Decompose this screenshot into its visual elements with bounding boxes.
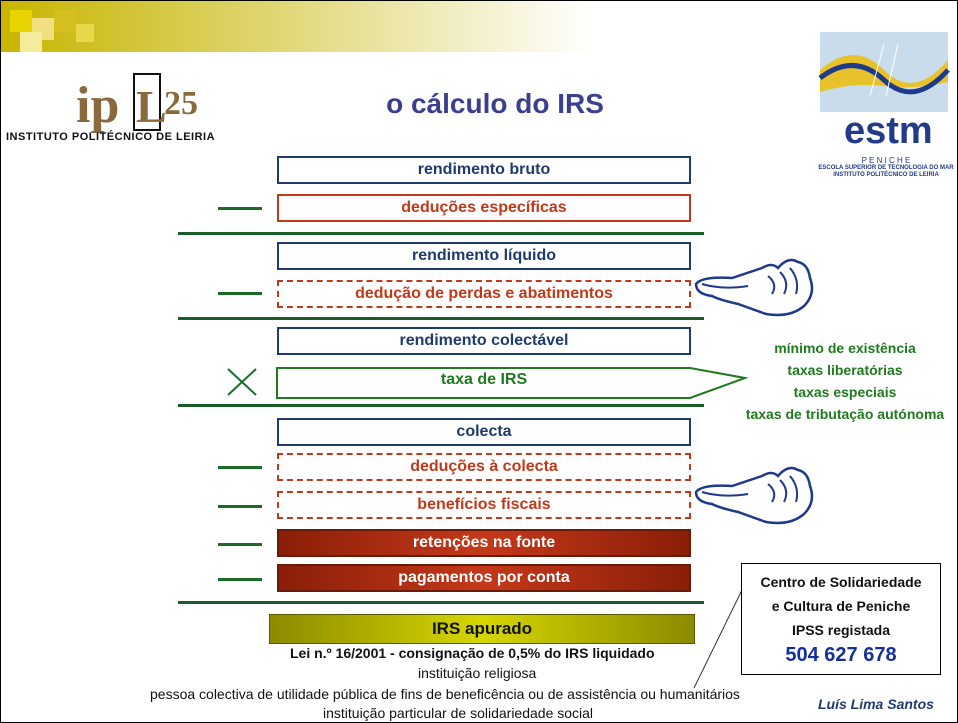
box-taxa-irs: taxa de IRS: [440, 371, 528, 388]
religiosa-text: instituição religiosa: [418, 665, 537, 681]
divider-line: [178, 317, 704, 320]
box-irs-apurado: IRS apurado: [269, 614, 695, 644]
box-pagamentos-conta: pagamentos por conta: [277, 564, 691, 592]
box-deducoes-especificas: deduções específicas: [277, 194, 691, 222]
taxa-arrow-shape: [276, 367, 749, 399]
estm-logo: [818, 32, 950, 112]
minus-sign: [218, 207, 262, 210]
minus-sign: [218, 578, 262, 581]
side-note-list: mínimo de existência taxas liberatórias …: [730, 337, 958, 425]
estm-line1: ESCOLA SUPERIOR DE TECNOLOGIA DO MAR: [818, 165, 954, 171]
pessoa-text: pessoa colectiva de utilidade pública de…: [150, 686, 740, 702]
box-beneficios-fiscais: benefícios fiscais: [277, 491, 691, 519]
decor-square: [54, 10, 76, 32]
page-title: o cálculo do IRS: [386, 88, 604, 119]
side-note: taxas especiais: [793, 384, 897, 400]
ipl-logo: ip L 25: [76, 73, 198, 134]
decor-square: [10, 10, 32, 32]
minus-sign: [218, 292, 262, 295]
pointing-hand-icon: [694, 466, 814, 525]
svg-text:ip: ip: [76, 77, 119, 134]
ipss-line1: Centro de Solidariedade: [760, 574, 922, 590]
minus-sign: [218, 505, 262, 508]
svg-text:L: L: [136, 81, 167, 132]
minus-sign: [218, 543, 262, 546]
box-rendimento-colectavel: rendimento colectável: [277, 327, 691, 355]
estm-logo-word: estm: [844, 110, 933, 152]
author-name: Luís Lima Santos: [818, 696, 934, 712]
estm-town: P E N I C H E: [861, 156, 911, 165]
box-colecta: colecta: [277, 418, 691, 446]
side-note: taxas liberatórias: [787, 362, 903, 378]
estm-logo-subtitle: P E N I C H E ESCOLA SUPERIOR DE TECNOLO…: [816, 156, 956, 179]
multiply-sign: [227, 368, 257, 396]
box-rendimento-liquido: rendimento líquido: [277, 242, 691, 270]
divider-line: [178, 232, 704, 235]
particular-text: instituição particular de solidariedade …: [323, 705, 594, 721]
side-note: mínimo de existência: [774, 340, 916, 356]
decor-square: [76, 24, 94, 42]
divider-line: [178, 601, 704, 604]
pointing-hand-icon: [694, 258, 814, 317]
ipss-number: 504 627 678: [785, 644, 897, 666]
divider-line: [178, 404, 704, 407]
ipss-box: Centro de Solidariedade e Cultura de Pen…: [741, 563, 941, 675]
estm-line2: INSTITUTO POLITÉCNICO DE LEIRIA: [833, 172, 939, 178]
box-deducao-perdas: dedução de perdas e abatimentos: [277, 280, 691, 308]
box-retencoes-fonte: retenções na fonte: [277, 529, 691, 557]
decor-square: [20, 32, 42, 52]
side-note: taxas de tributação autónoma: [745, 406, 945, 422]
lei-text: Lei n.º 16/2001 - consignação de 0,5% do…: [290, 645, 655, 661]
ipss-line2: e Cultura de Peniche: [771, 598, 911, 614]
connector-line: [693, 590, 743, 689]
ipss-line3: IPSS registada: [791, 622, 891, 638]
minus-sign: [218, 466, 262, 469]
title-bar-gradient: [0, 0, 958, 52]
ipl-caption: INSTITUTO POLITÉCNICO DE LEIRIA: [6, 131, 216, 143]
box-deducoes-colecta: deduções à colecta: [277, 453, 691, 481]
box-rendimento-bruto: rendimento bruto: [277, 156, 691, 184]
svg-text:25: 25: [164, 85, 198, 122]
